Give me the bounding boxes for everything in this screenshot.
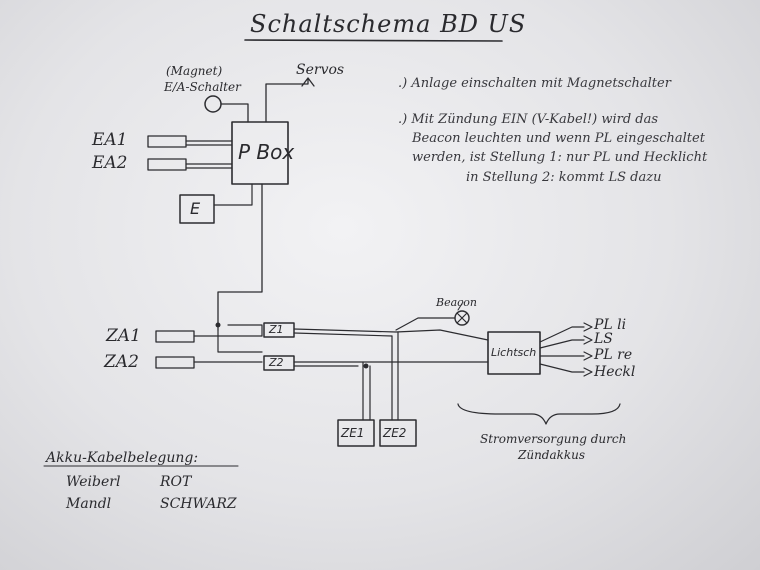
za-link-wire [217,329,263,353]
pl-re-label: PL re [594,347,633,363]
z1-box [263,322,295,338]
za1-connector [155,330,195,343]
ea2-connector [147,158,187,171]
title-underline [244,39,503,42]
lichtsch-output-wires [539,326,585,373]
za1-label: ZA1 [106,326,141,346]
ze1-box [337,419,375,447]
beacon-leader [457,301,464,311]
heckl-label: Heckl [594,364,636,380]
beacon-wire [395,317,456,331]
pbox-bus-wire [217,183,263,331]
legend-row-1-color: ROT [160,474,192,490]
beacon-cross [456,312,468,324]
bus-wire [227,324,263,337]
lichtsch-label: Lichtsch [491,346,537,359]
ea1-connector [147,135,187,148]
lichtsch-box [487,331,541,375]
ze-wires [362,331,399,421]
pbox-box [231,121,289,185]
diagram-title: Schaltschema BD US [250,10,527,38]
output-arrows [583,322,593,377]
legend-row-2-color: SCHWARZ [160,496,237,512]
e-box-label: E [190,199,201,218]
note-line-2: .) Mit Zündung EIN (V-Kabel!) wird das [398,112,659,127]
ze2-box [379,419,417,447]
power-supply-label-2: Zündakkus [518,448,586,462]
power-supply-label-1: Stromversorgung durch [480,432,627,446]
note-line-4: werden, ist Stellung 1: nur PL und Heckl… [412,150,708,165]
ze-junction-dot [363,363,369,369]
power-brace [457,403,621,425]
z1-label: Z1 [269,323,284,336]
legend-row-2-name: Mandl [66,496,112,512]
ze1-label: ZE1 [341,426,365,440]
servos-label: Servos [296,62,345,78]
ze2-label: ZE2 [383,426,407,440]
e-box [179,194,215,224]
note-line-5: in Stellung 2: kommt LS dazu [466,170,662,185]
e-wire [213,183,253,206]
magnet-label: (Magnet) [166,64,223,78]
beacon-label: Beacon [436,296,478,309]
za2-label: ZA2 [104,352,139,372]
note-line-3: Beacon leuchten und wenn PL eingeschalte… [412,131,705,146]
ea1-label: EA1 [92,130,128,150]
ls-label: LS [594,331,613,347]
ea2-label: EA2 [92,153,128,173]
pbox-label: P Box [238,140,295,164]
z2-label: Z2 [269,356,284,369]
legend-row-1-name: Weiberl [66,474,121,490]
ea-wires [185,140,233,169]
note-line-1: .) Anlage einschalten mit Magnetschalter [398,76,671,91]
switch-wire [220,103,249,123]
legend-heading: Akku-Kabelbelegung: [46,450,199,466]
z2-box [263,355,295,371]
servos-wire [265,77,315,123]
switch-label: E/A-Schalter [164,80,241,94]
pl-li-label: PL li [594,317,627,333]
za-wires [193,335,263,363]
junction-dot [215,322,221,328]
za2-connector [155,356,195,369]
main-output-wires [293,328,489,367]
magnet-switch-symbol [204,95,222,113]
